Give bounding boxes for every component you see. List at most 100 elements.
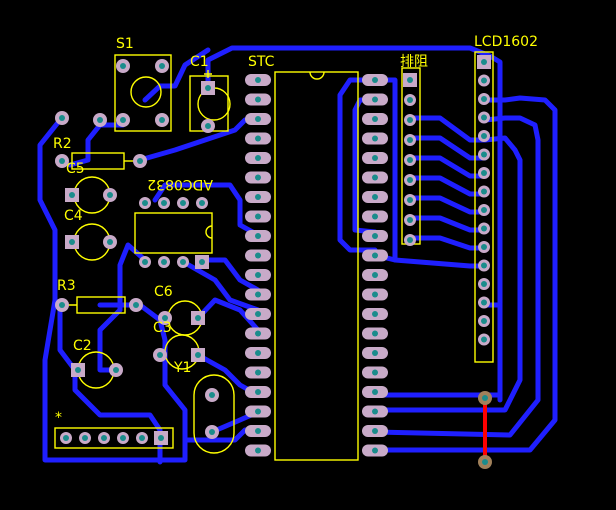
- stc-pin-right-9-hole: [372, 233, 378, 239]
- adc-pin-bottom-4-hole: [199, 259, 205, 265]
- c2-pin-1-hole: [75, 367, 81, 373]
- trace-fan-4: [407, 175, 488, 197]
- label-c6: C6: [154, 284, 173, 300]
- stc-notch: [309, 71, 325, 80]
- label-c5: C5: [66, 161, 85, 177]
- c2-pin-2-hole: [113, 367, 119, 373]
- label-c3: C3: [153, 320, 172, 336]
- header-pin-2-hole: [407, 97, 413, 103]
- stc-pin-right-8-hole: [372, 213, 378, 220]
- trace-fan-5: [407, 195, 488, 215]
- adc-pin-top-4-hole: [199, 200, 205, 206]
- s1-pin-2-hole: [159, 63, 165, 69]
- trace-fan-6: [407, 215, 488, 233]
- label-stc: STC: [248, 54, 275, 70]
- stc-pin-left-3-hole: [255, 116, 261, 122]
- c5-pin-1-hole: [69, 192, 75, 198]
- lcd-pin-16-hole: [481, 336, 487, 343]
- header-pin-5-hole: [407, 157, 413, 163]
- label-star: *: [55, 410, 62, 426]
- s1-pin-4-hole: [159, 117, 165, 123]
- adc-pin-top-2-hole: [161, 200, 167, 206]
- trace-fan-1: [407, 115, 488, 143]
- connector-outline: [54, 427, 174, 449]
- c3-pin-1-hole: [157, 352, 163, 358]
- stc-pin-right-19-hole: [372, 428, 378, 434]
- lcd-pin-12-hole: [481, 262, 487, 269]
- connector-pin-3-hole: [101, 435, 107, 441]
- adc-pin-top-1-hole: [142, 200, 148, 206]
- label-r2: R2: [53, 136, 72, 152]
- adc-pin-bottom-1-hole: [142, 259, 148, 265]
- trace-loop-2: [372, 115, 541, 438]
- y1-outline: [193, 374, 235, 454]
- stc-pin-left-17-hole: [255, 389, 261, 395]
- label-r3: R3: [57, 278, 76, 294]
- trace-s1-down: [67, 122, 126, 168]
- stc-pin-left-14-hole: [255, 330, 261, 337]
- lcd-pin-9-hole: [481, 207, 487, 213]
- header-pin-7-hole: [407, 197, 413, 203]
- lcd-pin-1-hole: [481, 59, 487, 65]
- trace-adc-right: [197, 257, 261, 293]
- c4-pin-2-hole: [107, 239, 113, 245]
- trace-c5-r2: [137, 117, 261, 163]
- connector-pin-2-hole: [82, 435, 88, 441]
- lcd-pin-14-hole: [481, 299, 487, 306]
- trace-top-bus: [205, 45, 503, 403]
- stc-pin-right-10-hole: [372, 252, 378, 259]
- stc-pin-right-11-hole: [372, 272, 378, 278]
- trace-adc-top: [152, 182, 261, 238]
- lcd-outline: [474, 51, 494, 363]
- lcd-pin-4-hole: [481, 114, 487, 121]
- component-pads: [55, 55, 491, 457]
- lcd-pin-8-hole: [481, 188, 487, 195]
- lcd-pin-13-hole: [481, 281, 487, 287]
- s1-circle: [130, 76, 162, 108]
- misc-pad-1-hole: [59, 115, 65, 121]
- label-c1: C1: [190, 54, 209, 70]
- c5-pin-2-hole: [107, 192, 113, 198]
- s1-pin-1-hole: [120, 63, 126, 69]
- connector-pin-4-hole: [120, 435, 126, 441]
- lcd-pin-7-hole: [481, 170, 487, 176]
- stc-pin-left-1-hole: [255, 77, 261, 83]
- stc-pin-right-17-hole: [372, 389, 378, 395]
- adc-notch: [205, 225, 213, 239]
- stc-pin-right-13-hole: [372, 311, 378, 317]
- y1-pin-1-hole: [209, 392, 215, 398]
- adc-outline: [134, 212, 213, 254]
- adc-pin-bottom-2-hole: [161, 259, 167, 265]
- label-c2: C2: [73, 338, 92, 354]
- trace-left-long: [37, 117, 261, 463]
- stc-outline: [274, 71, 359, 461]
- stc-pin-right-18-hole: [372, 408, 378, 415]
- jumper-hole-bottom: [482, 459, 488, 465]
- stc-pin-left-7-hole: [255, 194, 261, 200]
- trace-adc-bottom: [97, 242, 148, 373]
- trace-c6: [195, 297, 261, 333]
- c1-plus: [204, 70, 212, 78]
- stc-pin-left-2-hole: [255, 96, 261, 103]
- stc-pin-right-14-hole: [372, 330, 378, 337]
- r3-pin-2-hole: [133, 302, 139, 308]
- stc-pin-right-4-hole: [372, 135, 378, 142]
- header-pin-4-hole: [407, 137, 413, 143]
- stc-pin-right-5-hole: [372, 155, 378, 161]
- silkscreen: [54, 51, 494, 461]
- stc-pin-right-15-hole: [372, 350, 378, 356]
- stc-pin-left-6-hole: [255, 174, 261, 181]
- header-pin-1-hole: [407, 77, 413, 83]
- r3-pin-1-hole: [59, 302, 65, 308]
- label-y1: Y1: [173, 360, 191, 376]
- trace-fan-2: [407, 135, 488, 161]
- stc-pin-left-15-hole: [255, 350, 261, 356]
- s1-outline: [114, 54, 172, 132]
- stc-pin-left-4-hole: [255, 135, 261, 142]
- c6-pin-1-hole: [162, 315, 168, 321]
- trace-fan-7: [407, 235, 488, 251]
- trace-left-frame: [142, 47, 211, 103]
- label-lcd: LCD1602: [474, 34, 538, 50]
